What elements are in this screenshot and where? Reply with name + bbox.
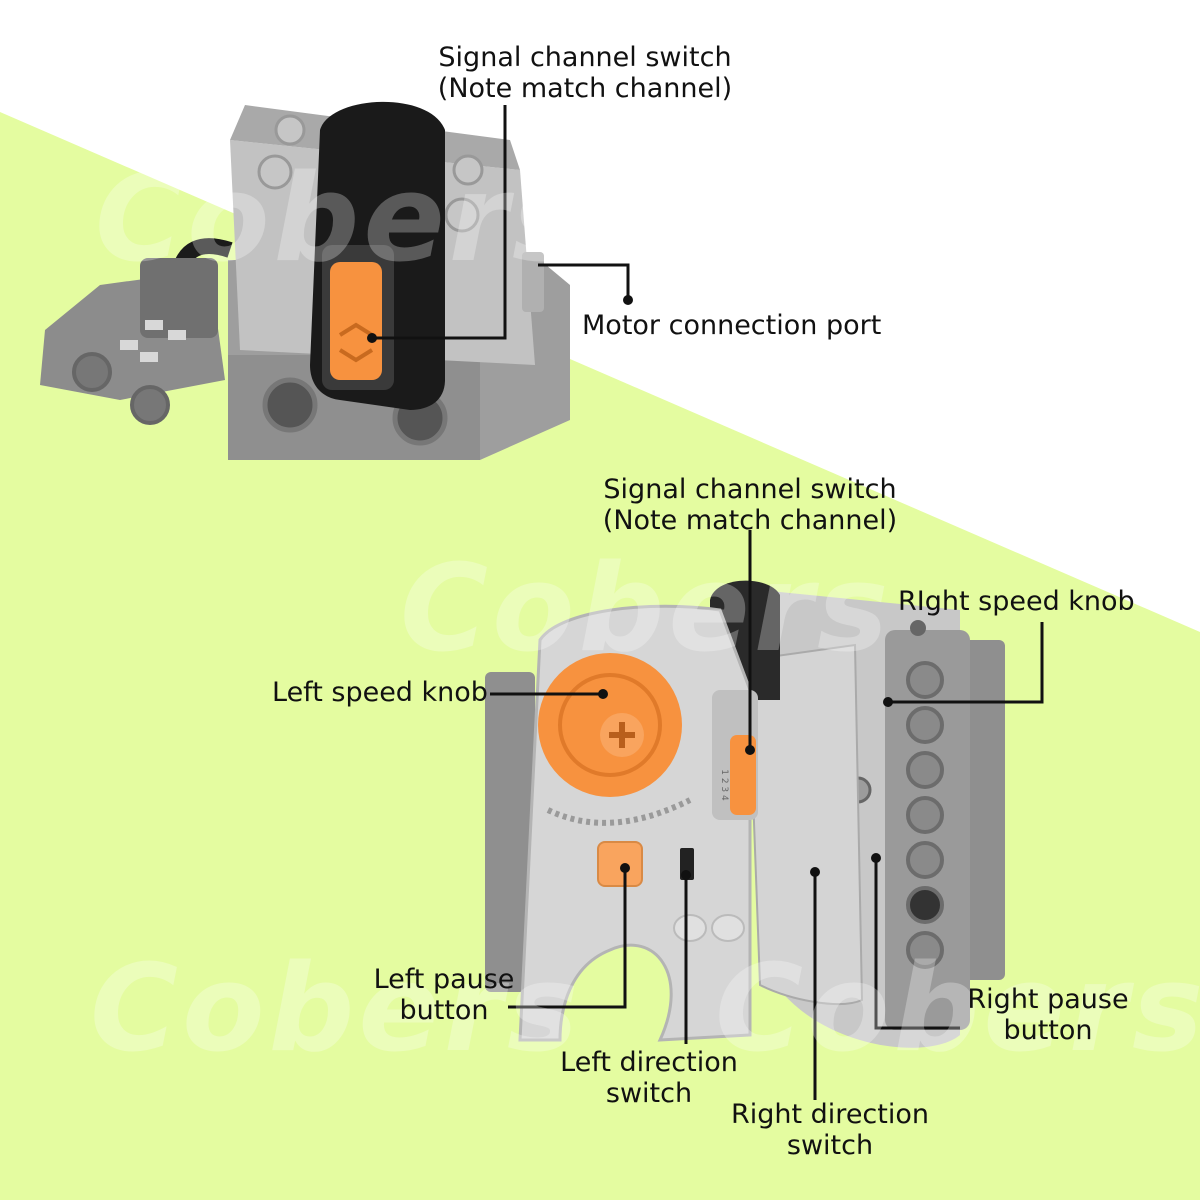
receiver-stud: [444, 197, 480, 233]
rail-hole: [906, 841, 944, 879]
callout-right-pause-button: Right pause button: [962, 984, 1134, 1046]
connector-pin: [168, 330, 186, 340]
rail-hole: [906, 751, 944, 789]
remote-screw: [910, 620, 926, 636]
callout-line: Right pause: [967, 984, 1129, 1015]
leader-right-speed-knob: [888, 622, 1044, 704]
leader-dot: [810, 867, 820, 877]
callout-left-direction-switch: Left direction switch: [552, 1047, 746, 1109]
leader-dot: [623, 295, 633, 305]
callout-line: Left pause: [373, 964, 515, 995]
callout-line: button: [1003, 1015, 1093, 1046]
remote-channel-numbers: 1 2 3 4: [719, 769, 729, 801]
callout-left-speed-knob: Left speed knob: [272, 677, 488, 708]
leader-right-pause: [874, 858, 960, 1030]
leader-dot: [745, 745, 755, 755]
receiver-stud: [274, 114, 306, 146]
callout-line: Signal channel switch: [438, 42, 732, 73]
left-speed-knob-cross: [609, 722, 635, 748]
rail-hole: [906, 931, 944, 969]
leader-dot: [620, 863, 630, 873]
right-rail-holes: [906, 661, 944, 969]
callout-left-pause-button: Left pause button: [362, 964, 526, 1026]
remote-control: 1 2 3 4: [485, 580, 1005, 1048]
rail-hole: [906, 796, 944, 834]
left-speed-knob-ring: [558, 673, 662, 777]
callout-line: button: [399, 995, 489, 1026]
remote-channel-slider: [730, 735, 756, 815]
rail-hole: [906, 661, 944, 699]
watermark-text: Cobers: [400, 540, 893, 679]
callout-line: Signal channel switch: [603, 474, 897, 505]
receiver-base-hole: [262, 377, 318, 433]
connector-pin: [140, 352, 158, 362]
leader-dot: [681, 870, 691, 880]
callout-line: RIght speed knob: [898, 586, 1135, 617]
right-direction-lever: [746, 643, 864, 1006]
callout-receiver-channel-switch: Signal channel switch (Note match channe…: [420, 42, 750, 104]
callout-remote-channel-switch: Signal channel switch (Note match channe…: [585, 474, 915, 536]
watermark-text: Cobers: [720, 150, 1200, 289]
callout-line: Left speed knob: [272, 677, 488, 708]
ir-receiver-module: [40, 101, 570, 460]
receiver-slider-grip: [338, 322, 374, 363]
connector-stud: [130, 385, 170, 425]
connector-pin: [145, 320, 163, 330]
leader-lines: [367, 105, 1044, 1100]
callout-line: (Note match channel): [602, 505, 898, 536]
callout-line: switch: [786, 1130, 874, 1161]
callout-line: switch: [605, 1078, 693, 1109]
callout-line: Right direction: [730, 1099, 929, 1130]
receiver-motor-port: [522, 252, 544, 312]
remote-small-button: [673, 914, 707, 942]
remote-small-button: [711, 914, 745, 942]
rail-hole: [906, 886, 944, 924]
remote-rear-frame: [485, 672, 535, 992]
rail-hole: [906, 706, 944, 744]
leader-motor-port: [538, 263, 630, 300]
leader-dot: [871, 853, 881, 863]
leader-dot: [598, 689, 608, 699]
receiver-stud: [452, 154, 484, 186]
watermark-text: Cobers: [715, 940, 1200, 1079]
receiver-stud: [257, 154, 293, 190]
callout-line: (Note match channel): [437, 73, 733, 104]
connector-pin: [120, 340, 138, 350]
connector-stud: [72, 352, 112, 392]
callout-line: Left direction: [560, 1047, 738, 1078]
leader-dot: [367, 333, 377, 343]
callout-right-speed-knob: RIght speed knob: [898, 586, 1135, 617]
callout-motor-port: Motor connection port: [582, 310, 881, 341]
leader-left-pause: [508, 868, 627, 1009]
watermark-text: Cobers: [95, 150, 588, 289]
leader-dot: [883, 697, 893, 707]
callout-line: Motor connection port: [582, 310, 882, 341]
callout-right-direction-switch: Right direction switch: [720, 1099, 940, 1161]
connector-housing: [140, 258, 218, 338]
leader-receiver-channel: [372, 105, 507, 340]
left-pause-button: [597, 841, 643, 887]
watermark-text: Cobers: [90, 940, 583, 1079]
